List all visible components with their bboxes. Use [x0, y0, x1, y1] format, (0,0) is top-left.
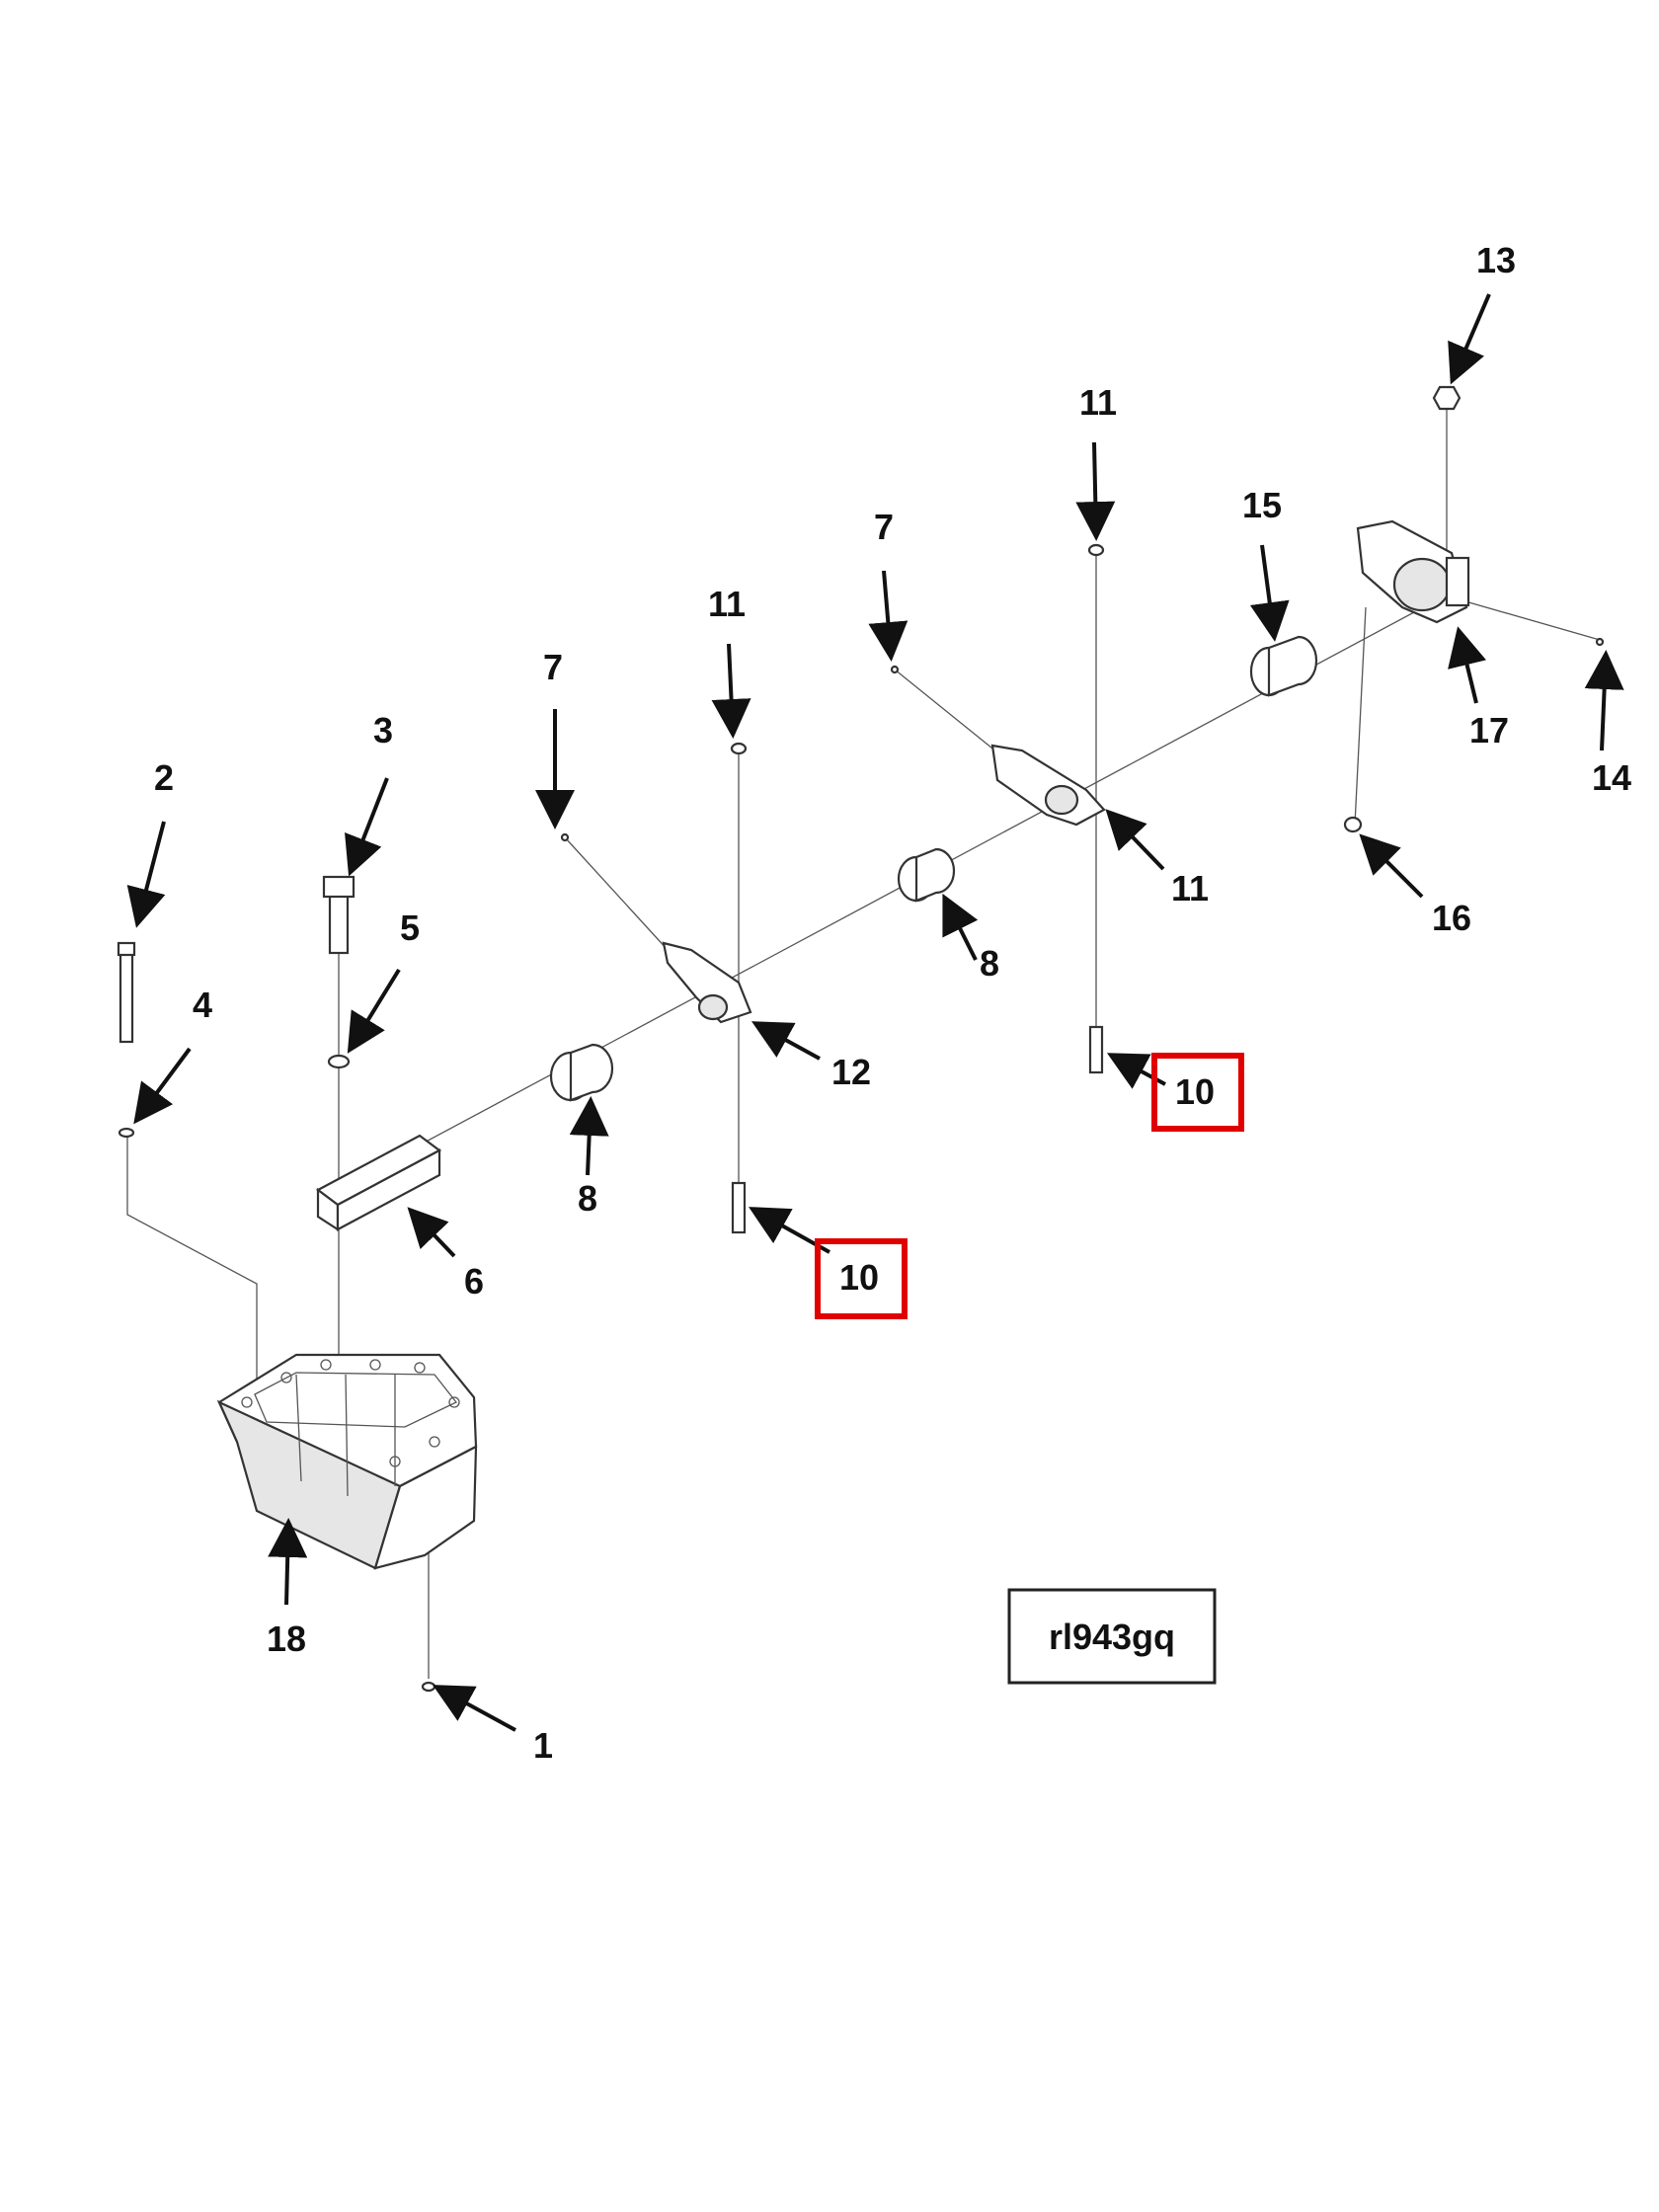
- callout-8b: 8: [980, 943, 999, 984]
- callout-7a: 7: [543, 647, 563, 687]
- rocker-arm-11: [990, 744, 1106, 827]
- callout-13: 13: [1476, 240, 1516, 280]
- spacer-part-15: [1249, 635, 1318, 697]
- spacer-part-8a: [549, 1043, 614, 1102]
- washer-part-4: [118, 1127, 135, 1139]
- callout-2: 2: [154, 757, 174, 798]
- support-block: [315, 1134, 442, 1232]
- plug-part: [421, 1681, 436, 1693]
- callout-12: 12: [831, 1052, 871, 1092]
- drawing-code: rl943gq: [1049, 1617, 1175, 1657]
- callout-18: 18: [267, 1619, 306, 1659]
- callout-10a: 10: [839, 1257, 879, 1298]
- callout-4: 4: [193, 985, 212, 1025]
- callout-8a: 8: [578, 1178, 597, 1219]
- callout-17: 17: [1469, 710, 1509, 750]
- callout-5: 5: [400, 908, 420, 948]
- highlight-box-10b: [1151, 1053, 1244, 1132]
- nut-part-11a: [730, 742, 748, 755]
- pin-part-14: [1595, 637, 1605, 647]
- callout-3: 3: [373, 710, 393, 750]
- support-housing: [216, 1353, 478, 1570]
- bolt-part-3: [322, 875, 356, 955]
- screw-part-7b: [890, 665, 900, 674]
- callout-6: 6: [464, 1261, 484, 1302]
- callout-10b: 10: [1175, 1071, 1215, 1112]
- callout-7b: 7: [874, 507, 894, 547]
- callout-16: 16: [1432, 898, 1471, 938]
- drawing-code-box: rl943gq: [1007, 1588, 1217, 1685]
- nut-part-11b: [1087, 543, 1105, 557]
- washer-part-5: [327, 1054, 351, 1069]
- stud-part-10a: [731, 1181, 747, 1234]
- nut-part-13: [1432, 385, 1462, 411]
- stud-part-10b: [1088, 1025, 1104, 1074]
- rocker-bracket-17: [1356, 519, 1470, 624]
- callout-11c: 11: [1171, 868, 1209, 908]
- callout-1: 1: [533, 1725, 553, 1766]
- callout-11b: 11: [1079, 382, 1117, 423]
- callout-11a: 11: [708, 584, 746, 624]
- spacer-part-8b: [897, 847, 956, 903]
- callout-labels: 1 2 3 4 5 6 7 7 8 8 10 10 11 11 11 12 13…: [154, 240, 1631, 1766]
- bolt-part-2: [117, 941, 136, 1044]
- callout-14: 14: [1592, 757, 1631, 798]
- rocker-arm-12: [662, 941, 752, 1024]
- callout-15: 15: [1242, 485, 1282, 525]
- screw-part-7a: [560, 832, 570, 842]
- nut-part-16: [1343, 816, 1363, 833]
- highlight-box-10a: [815, 1238, 908, 1319]
